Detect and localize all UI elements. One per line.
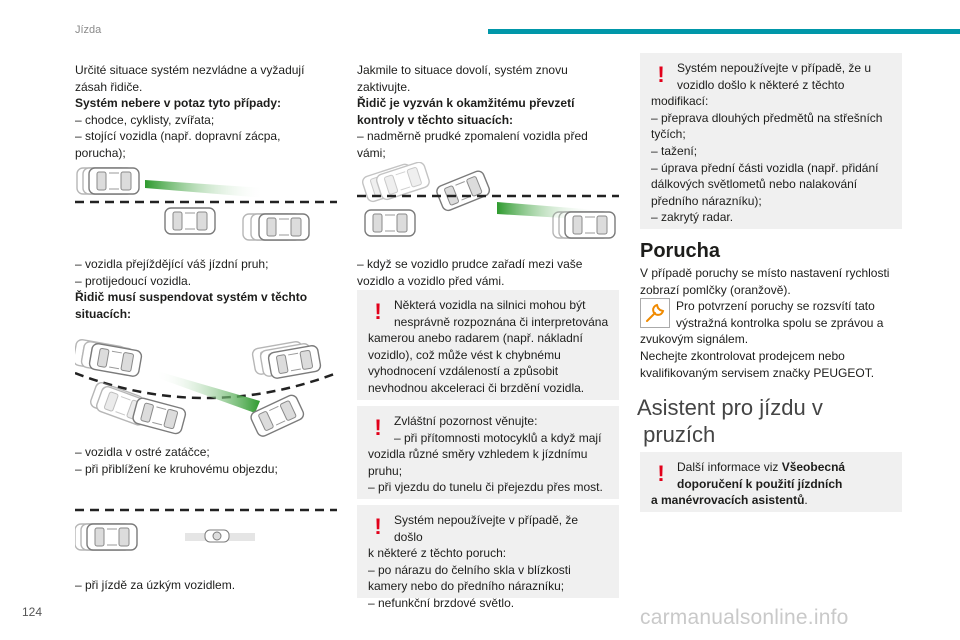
col1-list3: – vozidla v ostré zatáčce; – při přiblíž…	[75, 445, 278, 476]
col2-intro: Jakmile to situace dovolí, systém znovu …	[357, 63, 588, 160]
page-number: 124	[22, 605, 43, 619]
col2-list2: – když se vozidlo prudce zařadí mezi vaš…	[357, 257, 583, 288]
warning-box-faults: ! Systém nepoužívejte v případě, že došl…	[357, 505, 619, 610]
illustration-cut-in	[357, 162, 619, 239]
wrench-icon	[640, 298, 670, 329]
porucha-text: V případě poruchy se místo nastavení ryc…	[640, 266, 890, 380]
illustration-road-straight	[75, 167, 337, 241]
warning-icon: !	[374, 415, 382, 440]
warning-icon: !	[374, 514, 382, 539]
warning-box-detection: ! Některá vozidla na silnici mohou být n…	[357, 290, 619, 400]
motorcycle-icon	[204, 529, 230, 543]
info-box-lane-assist: ! Další informace viz Všeobecná doporuče…	[640, 452, 902, 512]
warning-icon: !	[657, 62, 665, 87]
col1-list2: – vozidla přejíždějící váš jízdní pruh; …	[75, 257, 308, 321]
illustration-narrow-vehicle	[75, 508, 337, 551]
col1-list4: – při jízdě za úzkým vozidlem.	[75, 578, 236, 592]
col1-intro: Určité situace systém nezvládne a vyžadu…	[75, 63, 305, 160]
warning-icon: !	[374, 299, 382, 324]
illustration-road-curve	[75, 338, 337, 439]
warning-box-modifications: ! Systém nepoužívejte v případě, že u vo…	[640, 53, 902, 229]
section-header: Jízda	[75, 24, 102, 36]
warning-box-attention: ! Zvláštní pozornost věnujte: – při přít…	[357, 406, 619, 499]
heading-lane-assist: Asistent pro jízdu v pruzích	[637, 395, 823, 447]
heading-porucha: Porucha	[640, 240, 721, 262]
watermark: carmanualsonline.info	[640, 606, 849, 629]
warning-icon: !	[657, 461, 665, 486]
header-accent-bar	[488, 29, 960, 34]
